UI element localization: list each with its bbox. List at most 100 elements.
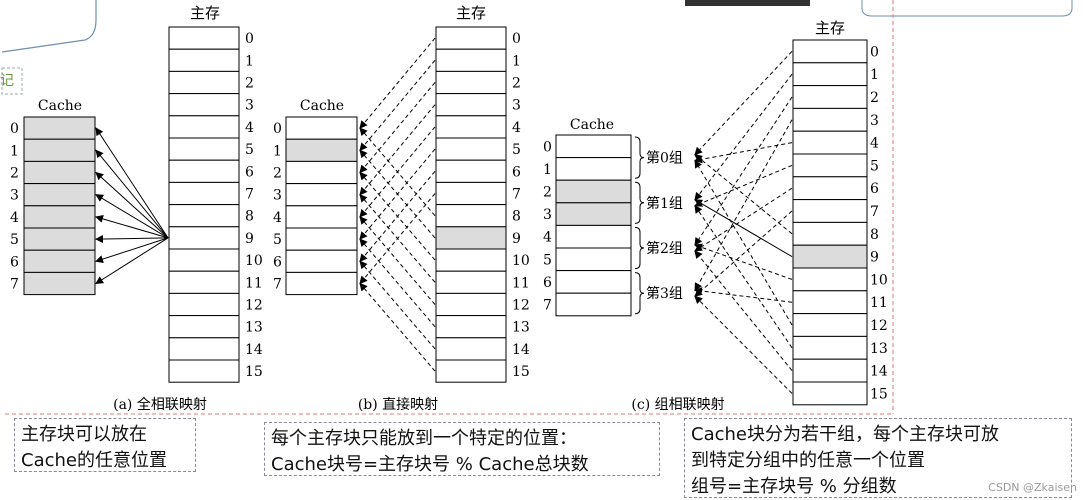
cache-title: Cache: [38, 98, 82, 114]
main-memory-block: [792, 358, 868, 383]
cache-block: [23, 160, 96, 185]
main-memory-block: [435, 181, 507, 206]
main-memory-block: [168, 226, 240, 250]
note-line: 组号=主存块号 % 分组数: [691, 476, 897, 497]
main-memory-block-number: 9: [512, 231, 521, 247]
cache-block: [555, 292, 632, 317]
main-memory-block: [168, 292, 240, 317]
mapping-arrow: [359, 282, 436, 372]
note-set-associative: Cache块分为若干组，每个主存块可放 到特定分组中的任意一个位置 组号=主存块…: [684, 418, 1072, 498]
main-memory-block: [792, 176, 868, 201]
mapping-arrow: [359, 238, 436, 328]
main-memory-block: [435, 115, 507, 139]
main-memory-block-number: 0: [245, 31, 254, 47]
main-memory-block-number: 15: [512, 364, 530, 380]
mapping-arrow: [359, 127, 436, 217]
caption-c: (c) 组相联映射: [631, 397, 724, 413]
group-brace: [634, 181, 645, 224]
main-memory-block: [168, 359, 240, 383]
cache-block: [23, 271, 96, 296]
main-memory-block-number: 12: [512, 298, 530, 314]
main-memory-block: [792, 199, 868, 223]
main-memory-block-number: 7: [512, 187, 521, 203]
main-memory-block: [168, 204, 240, 228]
mapping-arrow: [694, 199, 793, 258]
cache-block-number: 1: [543, 162, 552, 178]
main-memory-block-number: 10: [245, 253, 263, 269]
main-memory-block: [168, 159, 240, 183]
main-memory-block-number: 14: [245, 342, 263, 358]
cache-block-number: 6: [10, 254, 19, 270]
main-memory-block: [435, 337, 507, 361]
main-memory-block-number: 6: [512, 164, 521, 180]
mapping-arrow: [694, 250, 793, 371]
mapping-arrow: [359, 149, 436, 239]
main-memory-block: [435, 292, 507, 317]
cache-block-number: 0: [543, 139, 552, 155]
cache-block: [285, 227, 358, 251]
main-memory-block: [435, 48, 507, 72]
mapping-arrow: [694, 73, 793, 201]
main-memory-block-number: 3: [870, 113, 879, 129]
cache-block-number: 3: [543, 207, 552, 223]
cache-block-number: 5: [10, 232, 19, 248]
main-memory-block-number: 14: [512, 342, 530, 358]
main-memory-block: [435, 93, 507, 117]
mapping-arrow: [694, 96, 793, 246]
main-memory-block: [168, 337, 240, 361]
main-memory-block: [435, 315, 507, 339]
cache-block-number: 1: [273, 143, 282, 159]
mapping-arrow: [95, 127, 169, 239]
cache-title: Cache: [300, 98, 344, 114]
main-memory-block: [168, 26, 240, 50]
main-memory-block-number: 5: [512, 142, 521, 158]
main-memory-block-number: 10: [870, 272, 888, 288]
main-memory-block-number: 5: [870, 158, 879, 174]
main-memory-block-number: 10: [512, 253, 530, 269]
mapping-arrow: [95, 237, 169, 263]
caption-a: (a) 全相联映射: [113, 396, 207, 413]
main-memory-block-number: 9: [245, 231, 254, 247]
cache-block-number: 6: [543, 275, 552, 291]
cache-block-number: 7: [10, 277, 19, 293]
cache-block-number: 2: [273, 166, 282, 182]
group-label: 第3组: [646, 285, 683, 302]
cache-block: [23, 183, 96, 207]
cache-block-number: 1: [10, 143, 19, 159]
main-memory-block-number: 6: [870, 181, 879, 197]
mapping-arrow: [694, 164, 793, 207]
main-memory-block: [168, 48, 240, 72]
group-brace: [634, 226, 645, 270]
cache-block: [285, 183, 358, 207]
main-memory-block: [792, 107, 868, 132]
main-memory-block-number: 2: [870, 90, 879, 106]
main-memory-block-number: 7: [870, 204, 879, 220]
cache-block-number: 4: [543, 230, 552, 246]
mapping-arrow: [694, 159, 793, 326]
cache-block-number: 2: [543, 185, 552, 201]
cache-block: [23, 249, 96, 273]
main-memory-block-number: 1: [870, 67, 879, 83]
main-memory-block-number: 1: [245, 53, 254, 69]
cache-block: [23, 227, 96, 251]
main-memory-block-number: 4: [870, 136, 879, 152]
note-direct: 每个主存块只能放到一个特定的位置： Cache块号=主存块号 % Cache总块…: [264, 422, 660, 476]
main-memory-block-number: 12: [245, 298, 263, 314]
cache-block: [285, 138, 358, 162]
cache-block: [23, 116, 96, 140]
main-memory-block: [168, 270, 240, 294]
main-memory-block: [168, 137, 240, 161]
cache-block-number: 7: [543, 298, 552, 314]
cache-block-number: 5: [543, 252, 552, 268]
mapping-arrow: [694, 210, 793, 297]
cache-block: [285, 249, 358, 273]
cache-block: [285, 205, 358, 229]
main-memory-block-number: 13: [512, 320, 530, 336]
main-memory-block-number: 8: [512, 209, 521, 225]
cache-block: [285, 116, 358, 140]
cache-block-number: 0: [10, 121, 19, 137]
cache-block: [555, 247, 632, 272]
main-memory-block-number: 6: [245, 164, 254, 180]
main-memory-block: [792, 267, 868, 292]
